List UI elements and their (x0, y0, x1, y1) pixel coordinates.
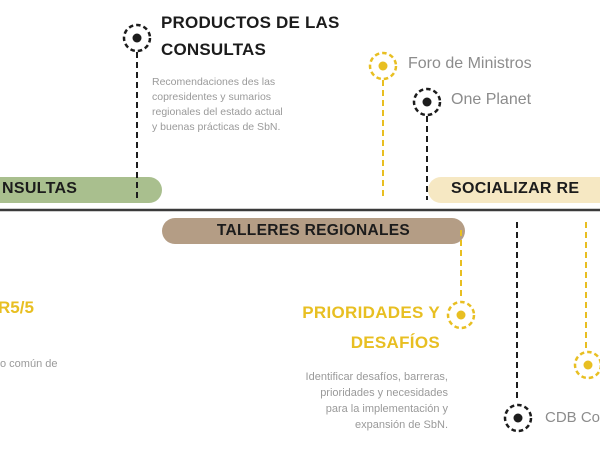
productos-desc-line: y buenas prácticas de SbN. (152, 121, 281, 133)
bar-socializar (428, 177, 600, 203)
prioridades-title-line1: PRIORIDADES Y (302, 303, 440, 322)
productos-desc-line: Recomendaciones des las (152, 76, 276, 88)
target-icon-foro (368, 51, 398, 81)
prioridades-desc-line: prioridades y necesidades (320, 387, 448, 399)
left-text: o común de (0, 358, 58, 370)
prioridades-title-line2: DESAFÍOS (350, 333, 440, 352)
target-icon-cdb (503, 403, 533, 433)
foro-label: Foro de Ministros (408, 55, 532, 72)
target-icon-right-yellow (573, 350, 600, 380)
prioridades-title: PRIORIDADES Y DESAFÍOS (250, 302, 440, 354)
one-planet-label: One Planet (451, 91, 532, 108)
bar-socializar-label: SOCIALIZAR RE (451, 180, 580, 197)
left-date: R5/5 (0, 298, 34, 317)
productos-title-line2: CONSULTAS (161, 40, 267, 59)
target-icon-productos (122, 23, 152, 53)
productos-title-line1: PRODUCTOS DE LAS (161, 13, 340, 32)
productos-title: PRODUCTOS DE LAS CONSULTAS (161, 12, 340, 61)
bar-talleres (162, 218, 465, 244)
prioridades-desc-line: Identificar desafíos, barreras, (305, 371, 448, 383)
prioridades-description: Identificar desafíos, barreras, priorida… (230, 369, 448, 433)
prioridades-desc-line: para la implementación y (325, 403, 448, 415)
productos-desc-line: copresidentes y sumarios (152, 91, 272, 103)
target-icon-one-planet (412, 87, 442, 117)
target-icon-prioridades (446, 300, 476, 330)
prioridades-desc-line: expansión de SbN. (355, 419, 448, 431)
productos-description: Recomendaciones des las copresidentes y … (152, 75, 322, 135)
bar-consultas (0, 177, 162, 203)
bar-consultas-label: NSULTAS (2, 180, 78, 197)
cdb-label: CDB Co (545, 409, 600, 426)
productos-desc-line: regionales del estado actual (152, 106, 283, 118)
bar-talleres-label: TALLERES REGIONALES (216, 222, 411, 239)
